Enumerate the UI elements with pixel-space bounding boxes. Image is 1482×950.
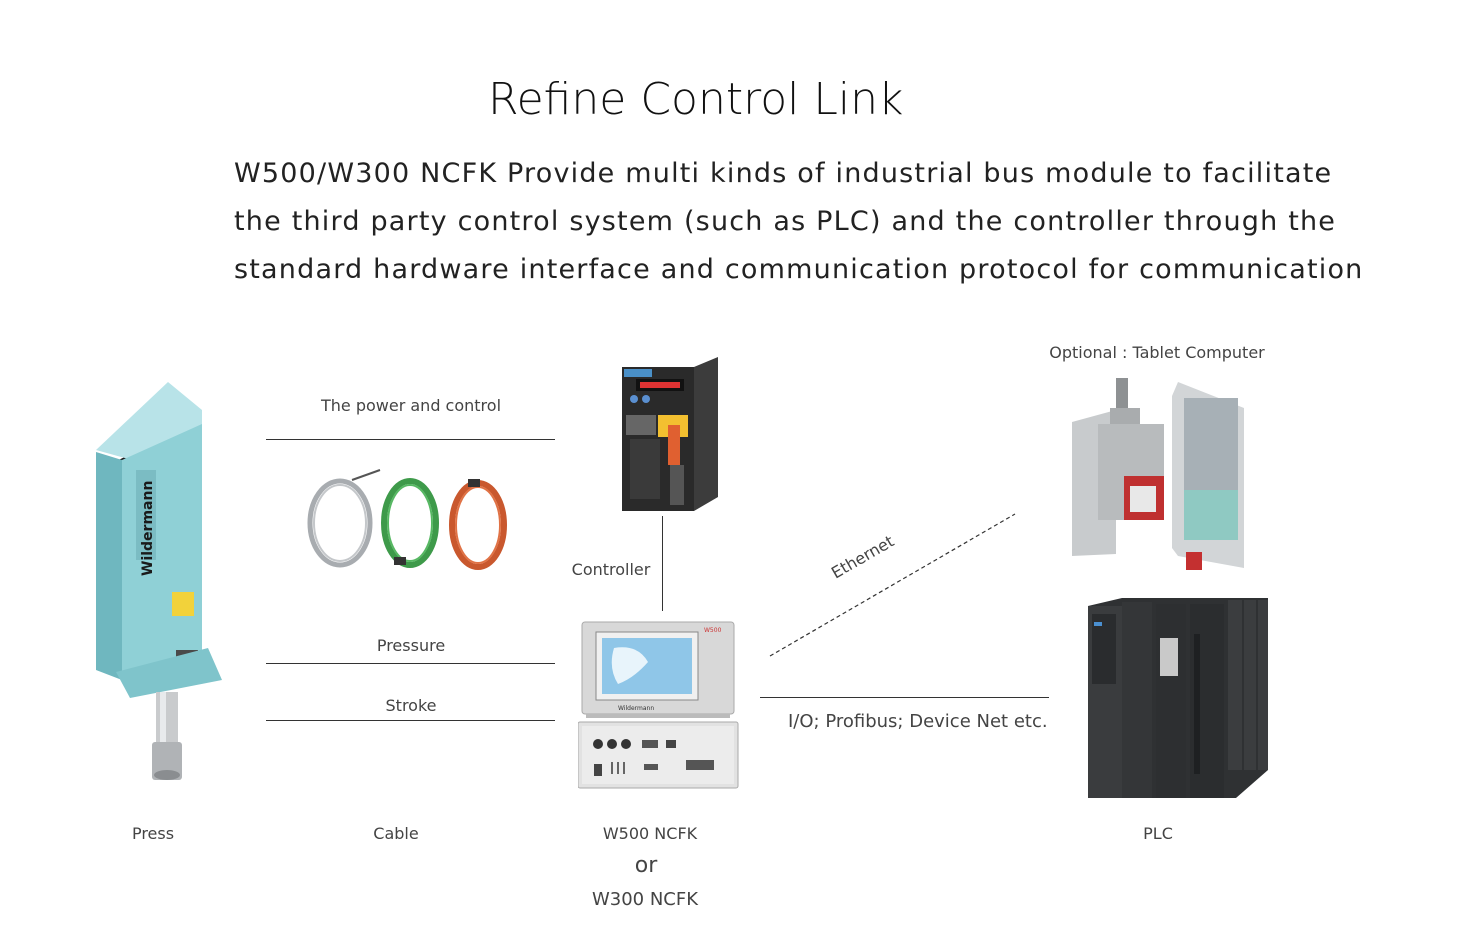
controller-label: Controller	[571, 560, 651, 579]
pressure-label: Pressure	[376, 636, 446, 655]
ethernet-dashed-line	[769, 513, 1016, 657]
w500-caption: W500 NCFK	[602, 824, 698, 843]
cables-image	[307, 469, 507, 570]
cable-caption: Cable	[373, 824, 419, 843]
plc-image	[1088, 598, 1268, 798]
plc-caption: PLC	[1143, 824, 1173, 843]
press-brand-text: Wildermann	[140, 481, 156, 576]
stroke-line	[266, 720, 555, 721]
tablet-computer-image	[1072, 378, 1244, 570]
description: W500/W300 NCFK Provide multi kinds of in…	[234, 158, 1364, 285]
stroke-label: Stroke	[385, 696, 437, 715]
w500-model-text: W500	[704, 627, 722, 634]
controller-line	[662, 516, 663, 611]
power-control-label: The power and control	[320, 396, 502, 415]
w500-brand-text: Wildermann	[618, 705, 654, 712]
io-bus-label: I/O; Profibus; Device Net etc.	[788, 711, 1048, 732]
or-caption: or	[634, 853, 658, 878]
press-caption: Press	[131, 824, 175, 843]
w500-device-image: Wildermann W500	[578, 621, 739, 789]
power-control-line	[266, 439, 555, 440]
w300-caption: W300 NCFK	[591, 889, 699, 910]
optional-tablet-label: Optional : Tablet Computer	[1049, 343, 1265, 362]
servo-controller-image	[622, 357, 718, 511]
pressure-line	[266, 663, 555, 664]
io-line	[760, 697, 1049, 698]
page-title: Refine Control Link	[488, 74, 904, 125]
press-image: Wildermann	[96, 382, 222, 780]
